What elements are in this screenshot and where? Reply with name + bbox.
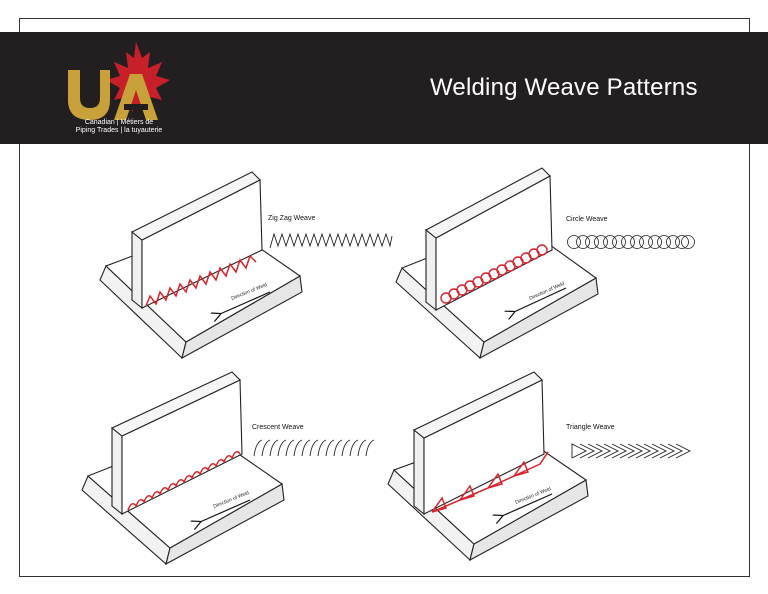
pattern-label: Crescent Weave bbox=[252, 424, 304, 431]
tjoint-block-circle bbox=[395, 167, 599, 360]
page-frame bbox=[19, 18, 750, 577]
direction-arrow bbox=[502, 493, 553, 516]
tjoint-block-crescent bbox=[81, 371, 285, 566]
triangle-weld-bead bbox=[431, 451, 549, 513]
panel-zigzag: Direction of Weld Zig Zag Weave bbox=[99, 171, 393, 360]
page-title: Welding Weave Patterns bbox=[430, 74, 698, 101]
pattern-label: Zig Zag Weave bbox=[268, 215, 315, 222]
pattern-label: Circle Weave bbox=[566, 216, 608, 223]
panel-circle: Direction of Weld Circle Weave bbox=[395, 167, 695, 360]
panel-triangle: Direction of Weld Triangle Weave bbox=[387, 371, 692, 562]
tjoint-block-zigzag bbox=[99, 171, 303, 360]
logo-caption-line2: Piping Trades | la tuyauterie bbox=[75, 127, 163, 134]
ua-logo-icon bbox=[68, 42, 170, 120]
zigzag-weave-icon bbox=[269, 232, 393, 249]
logo-caption: Canadian | Métiers de Piping Trades | la… bbox=[60, 119, 178, 135]
direction-arrow bbox=[200, 499, 251, 522]
crescent-weave-icon bbox=[253, 439, 375, 457]
zigzag-weld-bead bbox=[145, 254, 257, 307]
direction-arrow bbox=[514, 287, 567, 312]
circle-weld-bead bbox=[440, 244, 548, 304]
circle-weave-icon bbox=[567, 235, 695, 249]
direction-arrow bbox=[220, 291, 271, 314]
crescent-weld-bead bbox=[127, 451, 241, 511]
pattern-label: Triangle Weave bbox=[566, 424, 615, 431]
panel-crescent: Direction of Weld Crescent Weave bbox=[81, 371, 375, 566]
tjoint-block-triangle bbox=[387, 371, 589, 562]
triangle-weave-icon bbox=[571, 443, 692, 459]
logo-caption-line1: Canadian | Métiers de bbox=[84, 119, 154, 126]
